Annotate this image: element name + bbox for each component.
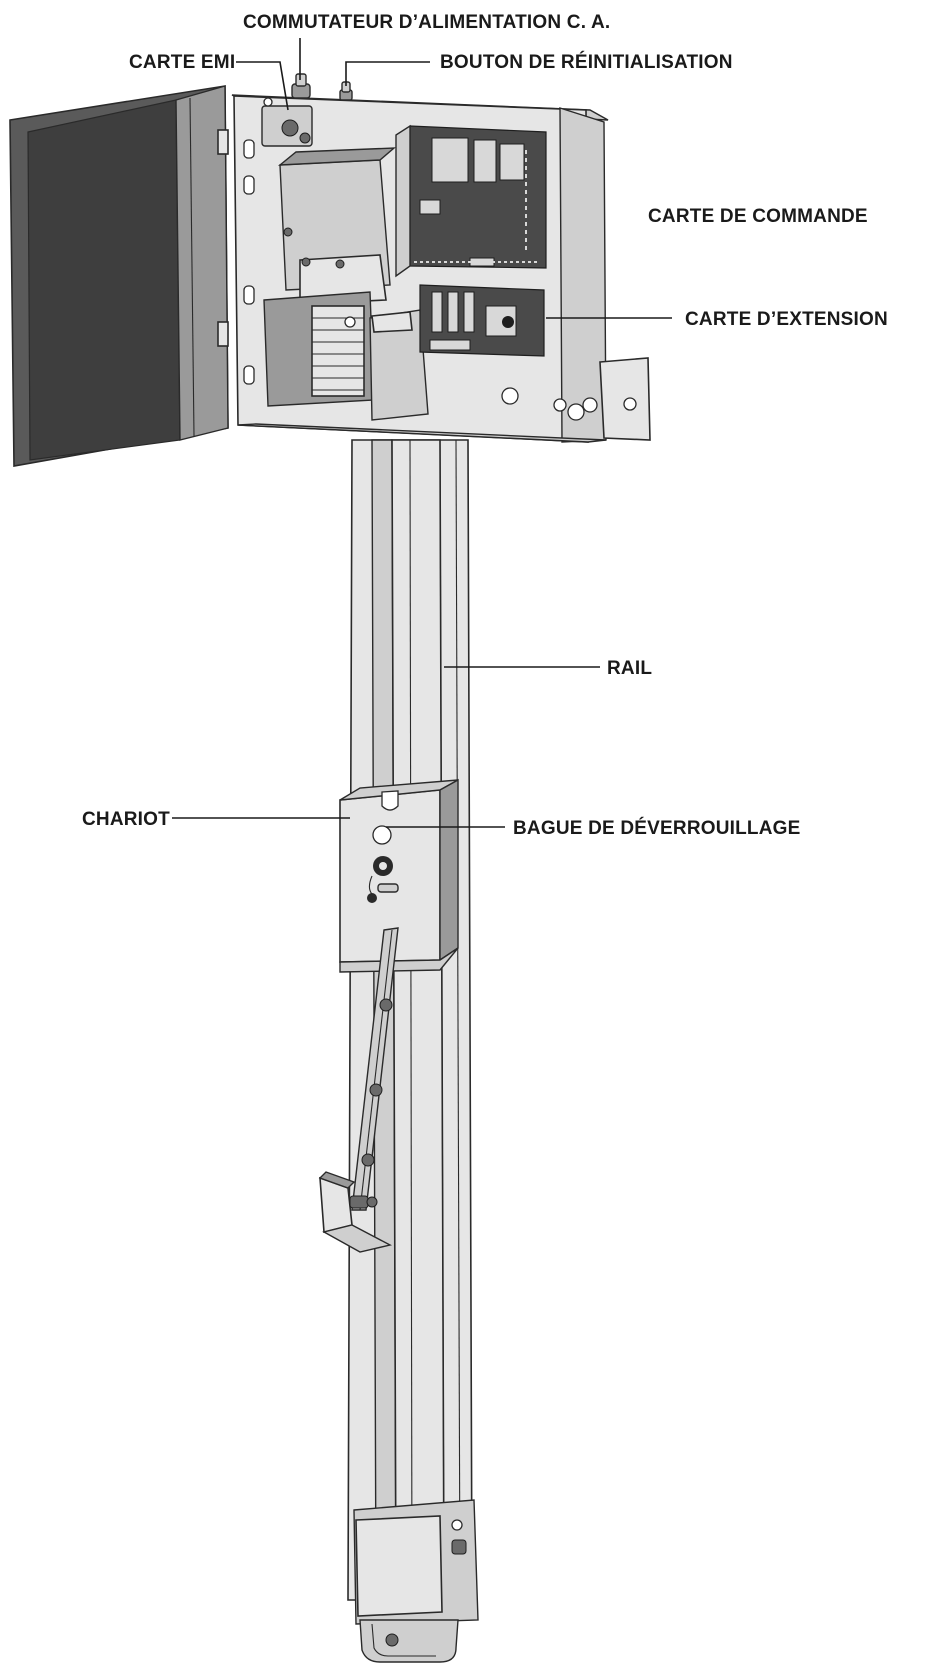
- heatsink: [311, 305, 365, 397]
- leader-lines: [172, 38, 672, 828]
- release-ring: [367, 856, 399, 903]
- enclosure-door: [9, 85, 229, 467]
- ac-power-switch: [291, 73, 311, 99]
- label-ac-power-switch: COMMUTATEUR D’ALIMENTATION C. A.: [243, 12, 610, 33]
- label-emi-board: CARTE EMI: [129, 52, 235, 73]
- door-arm: [318, 927, 399, 1253]
- expansion-board: [419, 284, 545, 357]
- emi-board: [261, 105, 313, 147]
- label-rail: RAIL: [607, 658, 652, 679]
- label-release-ring: BAGUE DE DÉVERROUILLAGE: [513, 817, 801, 839]
- rail: [347, 439, 479, 1663]
- label-reset-button: BOUTON DE RÉINITIALISATION: [440, 51, 733, 73]
- reset-button: [339, 81, 353, 101]
- control-enclosure: [231, 73, 651, 443]
- label-control-board: CARTE DE COMMANDE: [648, 206, 868, 227]
- label-expansion-board: CARTE D’EXTENSION: [685, 309, 888, 330]
- control-board: [395, 124, 547, 278]
- label-trolley: CHARIOT: [82, 809, 170, 830]
- trolley: [339, 778, 459, 973]
